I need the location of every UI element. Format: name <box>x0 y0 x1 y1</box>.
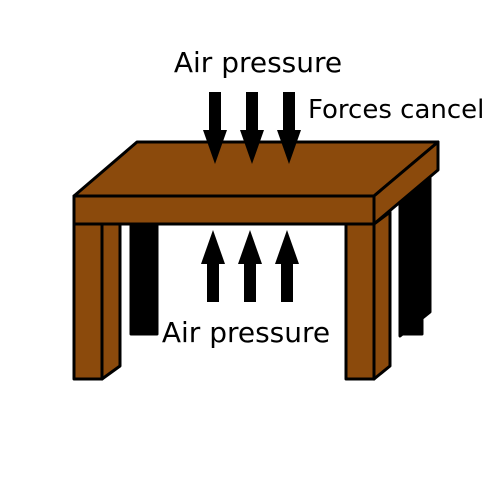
table-leg-front-right <box>344 222 376 381</box>
table-leg-front-left <box>72 222 104 381</box>
label-air-pressure-bottom: Air pressure <box>162 316 330 349</box>
label-forces-cancel: Forces cancel <box>308 95 484 125</box>
tabletop-front-edge <box>72 194 376 226</box>
label-air-pressure-top: Air pressure <box>174 46 342 79</box>
up-arrow-icon <box>201 230 225 302</box>
table-leg-front-right-side <box>372 210 392 381</box>
table-leg-back-right-face <box>398 194 424 336</box>
up-arrow-icon <box>238 230 262 302</box>
down-arrow-icon <box>240 92 264 164</box>
up-arrow-icon <box>275 230 299 302</box>
down-arrow-icon <box>203 92 227 164</box>
downward-arrows <box>203 92 301 164</box>
upward-arrows <box>201 230 299 302</box>
table <box>72 140 440 381</box>
down-arrow-icon <box>277 92 301 164</box>
table-leg-front-left-side <box>100 222 122 381</box>
table-leg-back-left <box>129 220 159 336</box>
